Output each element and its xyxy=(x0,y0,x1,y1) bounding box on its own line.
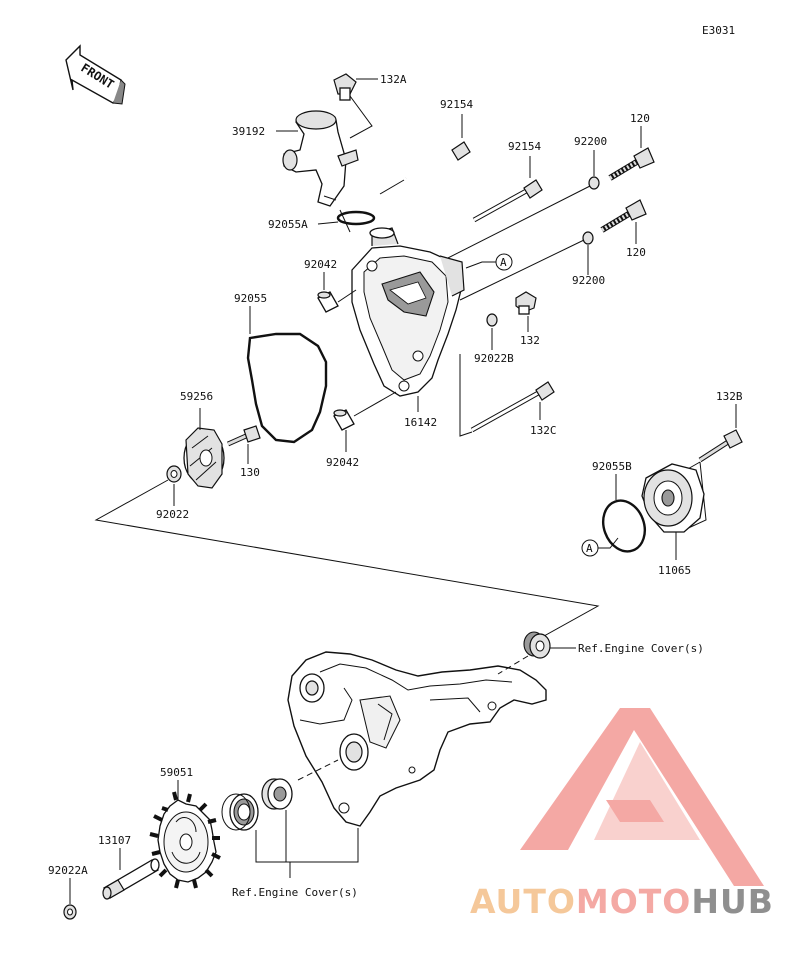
ref-engine-cover-1: Ref.Engine Cover(s) xyxy=(578,642,704,655)
oring-92055b xyxy=(602,499,646,553)
ref-engine-cover-2: Ref.Engine Cover(s) xyxy=(232,886,358,899)
label-92022b: 92022B xyxy=(474,352,514,365)
label-120-a: 120 xyxy=(630,112,650,125)
bolt-120-lower xyxy=(600,199,647,233)
label-120-b: 120 xyxy=(626,246,646,259)
bolt-132 xyxy=(515,291,537,315)
label-92042-b: 92042 xyxy=(326,456,359,469)
label-59256: 59256 xyxy=(180,390,213,403)
bolt-130 xyxy=(226,425,261,447)
impeller-59256 xyxy=(183,427,225,489)
washer-92022b xyxy=(486,313,498,327)
label-92200-b: 92200 xyxy=(572,274,605,287)
watermark-hub: HUB xyxy=(691,882,774,921)
washer-92200-upper xyxy=(588,176,600,190)
bolt-132a xyxy=(333,73,357,101)
bolt-120-upper xyxy=(608,147,655,181)
engine-cover xyxy=(287,651,547,827)
label-92022a: 92022A xyxy=(48,864,88,877)
label-92200-a: 92200 xyxy=(574,135,607,148)
label-132: 132 xyxy=(520,334,540,347)
dowel-92042-upper xyxy=(317,291,339,313)
dowel-92042-lower xyxy=(333,409,355,431)
water-pump-housing-16142 xyxy=(351,227,465,397)
washer-92200-lower xyxy=(582,231,594,245)
label-92154-a: 92154 xyxy=(440,98,473,111)
cover-11065 xyxy=(641,463,705,533)
label-39192: 39192 xyxy=(232,125,265,138)
label-13107: 13107 xyxy=(98,834,131,847)
watermark-text: AUTOMOTOHUB xyxy=(470,882,774,921)
label-92055b: 92055B xyxy=(592,460,632,473)
label-132c: 132C xyxy=(530,424,557,437)
bolt-132b xyxy=(698,429,743,463)
label-16142: 16142 xyxy=(404,416,437,429)
shaft-13107 xyxy=(102,858,160,900)
label-92022: 92022 xyxy=(156,508,189,521)
gear-59051 xyxy=(149,791,221,889)
pipe-39192 xyxy=(282,110,359,207)
ref-a-lower-text: A xyxy=(586,542,593,555)
ref-a-upper-text: A xyxy=(500,256,507,269)
diagram-code: E3031 xyxy=(702,24,735,37)
oil-seal-upper xyxy=(523,631,551,659)
label-92042-a: 92042 xyxy=(304,258,337,271)
label-59051: 59051 xyxy=(160,766,193,779)
bolt-92154-upper xyxy=(405,141,471,180)
label-92055a: 92055A xyxy=(268,218,308,231)
bolt-132c xyxy=(470,381,555,433)
automotohub-logo xyxy=(520,708,764,886)
label-92154-b: 92154 xyxy=(508,140,541,153)
bolt-92154-lower xyxy=(472,179,543,223)
label-92055: 92055 xyxy=(234,292,267,305)
oring-92055a xyxy=(336,210,376,226)
label-132a: 132A xyxy=(380,73,407,86)
watermark-moto: MOTO xyxy=(576,882,691,921)
watermark-auto: AUTO xyxy=(470,882,576,921)
label-130: 130 xyxy=(240,466,260,479)
label-132b: 132B xyxy=(716,390,743,403)
bearing xyxy=(221,793,259,831)
front-arrow-icon: FRONT xyxy=(65,44,126,105)
gasket-92055 xyxy=(246,332,328,444)
label-11065: 11065 xyxy=(658,564,691,577)
oil-seal-lower xyxy=(261,778,293,810)
